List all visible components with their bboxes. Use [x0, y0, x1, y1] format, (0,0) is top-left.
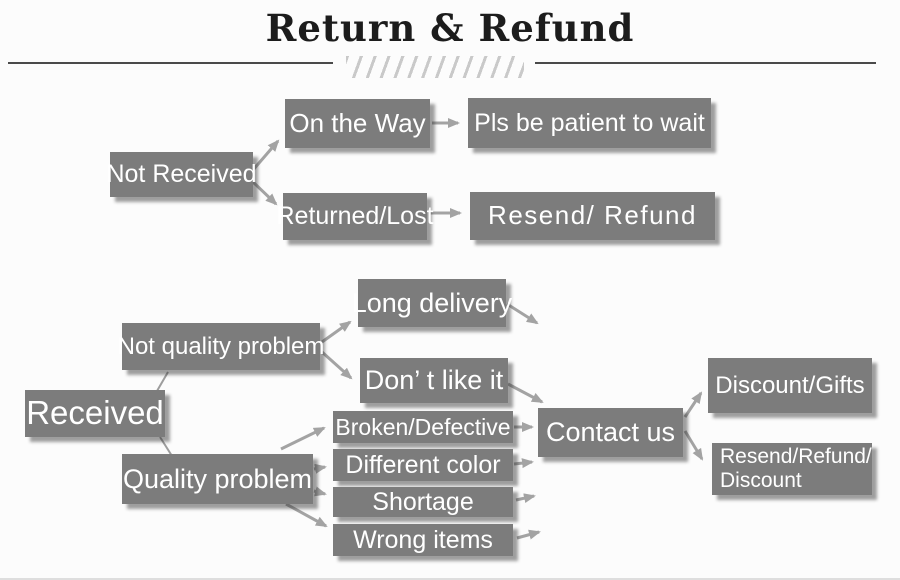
title-hatch-decoration — [346, 56, 524, 78]
node-quality-problem: Quality problem — [122, 454, 313, 504]
arrow-dont-like-to-contact — [507, 382, 544, 404]
node-resend-refund-discount-line1: Resend/Refund/ — [720, 445, 872, 469]
node-resend-refund-discount: Resend/Refund/ Discount — [712, 443, 872, 495]
arrow-contact-to-discount-gifts — [683, 391, 703, 418]
node-resend-refund: Resend/ Refund — [470, 192, 715, 240]
arrow-quality-to-broken — [280, 426, 326, 451]
node-shortage: Shortage — [333, 487, 513, 517]
page-title: Return & Refund — [265, 6, 635, 50]
arrow-quality-to-wrong-items — [285, 502, 328, 528]
node-received: Received — [25, 390, 165, 437]
node-discount-gifts: Discount/Gifts — [708, 358, 872, 413]
arrow-wrong-items-out — [516, 529, 541, 540]
arrow-not-received-to-on-the-way — [251, 139, 280, 171]
arrow-different-color-out — [513, 458, 534, 469]
arrow-not-quality-to-long-delivery — [321, 320, 352, 344]
node-wrong-items: Wrong items — [333, 524, 513, 556]
node-long-delivery: Long delivery — [352, 279, 512, 327]
node-returned-lost: Returned/Lost — [276, 193, 434, 240]
node-contact-us: Contact us — [538, 408, 683, 457]
arrow-not-quality-to-dont-like — [320, 350, 353, 380]
title-underline-left — [8, 62, 333, 64]
arrow-shortage-out — [515, 493, 536, 504]
node-not-quality-problem: Not quality problem — [118, 323, 324, 370]
node-different-color: Different color — [333, 449, 513, 481]
arrow-contact-to-resend-discount — [683, 430, 704, 461]
arrow-quality-to-shortage — [313, 486, 327, 497]
node-dont-like-it: Don’ t like it — [360, 358, 508, 403]
node-resend-refund-discount-line2: Discount — [720, 469, 802, 492]
node-on-the-way: On the Way — [285, 99, 430, 148]
line-received-to-not-quality — [156, 371, 169, 392]
arrow-quality-to-different-color — [313, 463, 327, 474]
node-not-received: Not Received — [106, 152, 257, 197]
title-underline-right — [535, 62, 876, 64]
node-pls-be-patient: Pls be patient to wait — [468, 98, 711, 148]
node-broken-defective: Broken/Defective — [333, 411, 513, 443]
